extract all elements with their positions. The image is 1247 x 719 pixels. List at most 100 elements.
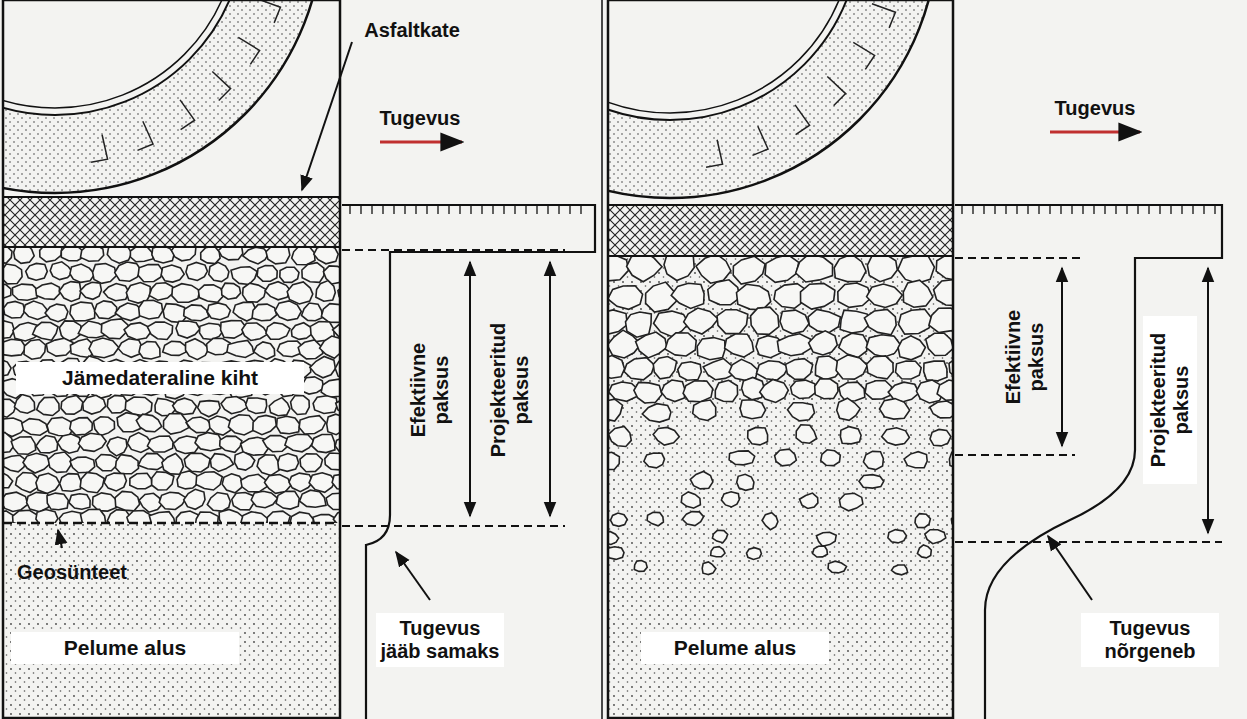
stone <box>608 286 643 310</box>
stone <box>152 247 174 263</box>
stone <box>715 380 737 401</box>
thickness-label: Projekteeritud paksus <box>487 310 533 470</box>
tick <box>558 205 559 214</box>
tick <box>983 205 984 214</box>
stone <box>301 377 324 394</box>
stone <box>608 547 624 560</box>
stone <box>45 304 68 322</box>
stone <box>276 491 299 509</box>
stone <box>243 247 269 264</box>
stone <box>280 267 299 282</box>
stone <box>3 339 26 356</box>
stone <box>266 247 290 264</box>
part-label: Pelume alus <box>11 632 239 664</box>
stone <box>302 303 323 321</box>
stone <box>172 284 200 303</box>
stone <box>302 263 324 283</box>
stone <box>661 380 685 402</box>
stone <box>780 310 809 334</box>
tick <box>972 205 973 214</box>
stone <box>78 433 106 451</box>
stone <box>904 452 927 468</box>
stone <box>70 302 95 321</box>
stone <box>127 433 150 453</box>
tread-block <box>853 42 874 69</box>
stone <box>325 453 340 470</box>
stone <box>665 333 696 356</box>
tick <box>349 205 350 214</box>
stone <box>3 399 17 417</box>
stone <box>222 283 241 299</box>
stone <box>809 331 838 355</box>
stone <box>147 322 172 339</box>
stone <box>176 511 198 523</box>
tick <box>1005 205 1006 214</box>
stone <box>186 417 212 433</box>
tick <box>1060 205 1061 214</box>
stone <box>195 512 218 523</box>
stone <box>209 262 229 281</box>
stone <box>116 455 139 474</box>
stone <box>693 400 716 421</box>
stone <box>252 304 277 321</box>
part-label: Asfaltkate <box>342 19 482 42</box>
stone <box>634 382 662 403</box>
tick <box>1038 205 1039 214</box>
stone <box>149 283 173 301</box>
tread-block <box>212 72 230 101</box>
tick <box>1016 205 1017 214</box>
tick <box>371 205 372 214</box>
stone <box>3 264 22 284</box>
stone <box>684 308 718 334</box>
stone <box>50 262 72 280</box>
stone <box>725 334 754 357</box>
stone <box>896 361 922 379</box>
stone <box>48 452 71 472</box>
stone <box>198 285 223 303</box>
stone <box>93 264 117 284</box>
stone <box>838 283 872 307</box>
stone <box>310 357 336 378</box>
stone <box>275 301 301 321</box>
stone <box>937 380 953 400</box>
stone <box>765 256 799 282</box>
stone <box>40 247 62 262</box>
stone <box>139 342 160 360</box>
stone <box>327 414 340 435</box>
stone <box>136 414 161 432</box>
stone <box>115 262 142 281</box>
stone <box>898 256 935 283</box>
stone <box>70 418 93 436</box>
part-label: Tugevus <box>365 107 475 130</box>
stone <box>184 453 210 472</box>
stone <box>198 401 221 417</box>
stone <box>762 513 778 530</box>
tread-block <box>137 121 153 150</box>
stone <box>828 561 846 573</box>
stone <box>130 473 152 489</box>
stone <box>683 381 713 402</box>
stone <box>231 267 257 285</box>
stone <box>925 530 946 544</box>
tick <box>1203 205 1204 214</box>
stone <box>221 397 248 414</box>
tick <box>514 205 515 214</box>
stone <box>241 512 269 523</box>
stone <box>118 339 142 358</box>
stone <box>232 493 254 510</box>
stone <box>61 395 83 414</box>
stone <box>241 474 267 492</box>
stone <box>186 262 208 280</box>
stone <box>608 256 629 281</box>
stone <box>257 455 279 476</box>
stone <box>899 309 932 334</box>
stone <box>147 436 173 452</box>
stone <box>222 474 243 493</box>
tick <box>569 205 570 214</box>
stone <box>627 256 662 282</box>
stone <box>697 338 725 360</box>
stone <box>94 301 116 319</box>
stone <box>696 256 731 283</box>
stone <box>81 509 106 523</box>
stone <box>636 332 667 358</box>
